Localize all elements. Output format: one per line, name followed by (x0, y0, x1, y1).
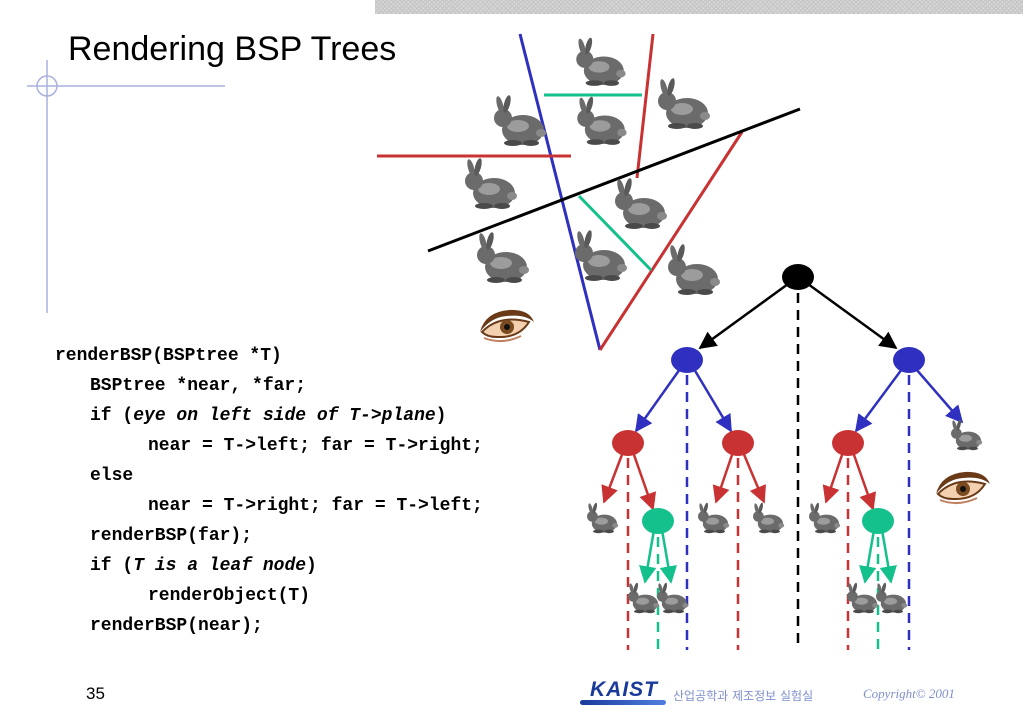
root-node (782, 264, 814, 290)
green-plane-bottom (577, 194, 653, 272)
code-line-7: renderBSP(far); (90, 526, 253, 546)
blue-node-right (893, 347, 925, 373)
scene-planes (377, 33, 801, 351)
code-line-5: else (90, 466, 134, 486)
code-line-3: if (eye on left side of T->plane) (90, 406, 447, 426)
footer-lab-name: 산업공학과 제조정보 실험실 (673, 689, 814, 703)
tree-nodes (612, 264, 925, 534)
green-node-right (862, 508, 894, 534)
red-plane-top-right (635, 33, 655, 179)
code-line-8: if (T is a leaf node) (90, 556, 317, 576)
pseudocode-block: renderBSP(BSPtree *T) BSPtree *near, *fa… (55, 341, 483, 641)
code-line-6: near = T->right; far = T->left; (148, 496, 483, 516)
code-line-1: renderBSP(BSPtree *T) (55, 346, 282, 366)
red-node-3 (832, 430, 864, 456)
page-number: 35 (86, 684, 105, 703)
red-node-2 (722, 430, 754, 456)
red-plane-bottom (598, 131, 744, 351)
red-node-1 (612, 430, 644, 456)
code-line-9: renderObject(T) (148, 586, 311, 606)
green-node-left (642, 508, 674, 534)
header-pattern-strip (375, 0, 1023, 14)
tree-edges (601, 282, 964, 584)
code-line-4: near = T->left; far = T->right; (148, 436, 483, 456)
blue-plane (518, 33, 602, 351)
code-condition-eye: eye on left side of T->plane (133, 406, 436, 426)
blue-node-left (671, 347, 703, 373)
code-line-2: BSPtree *near, *far; (90, 376, 307, 396)
black-plane (427, 107, 801, 253)
slide-title: Rendering BSP Trees (68, 30, 397, 68)
scene-bunnies (465, 37, 720, 295)
code-condition-leaf: T is a leaf node (133, 556, 307, 576)
footer-copyright: Copyright© 2001 (863, 686, 955, 701)
kaist-logo: KAIST (580, 678, 666, 706)
code-line-10: renderBSP(near); (90, 616, 263, 636)
